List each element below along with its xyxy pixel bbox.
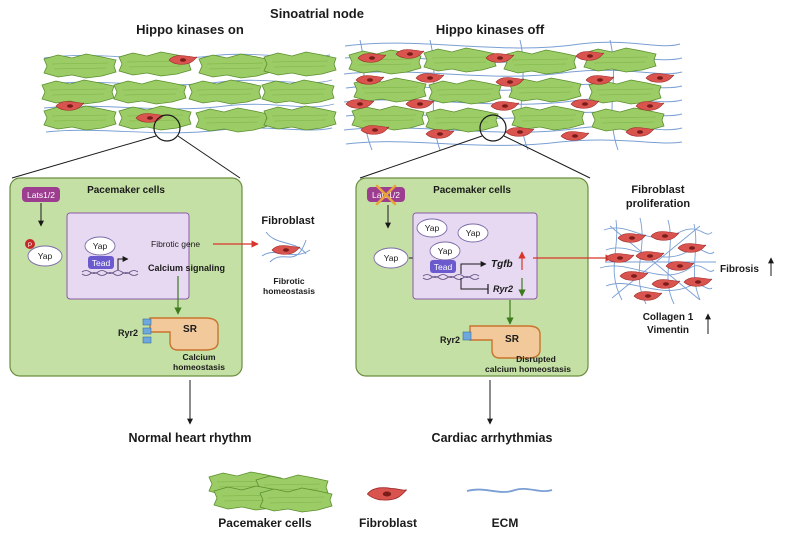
left-phospho-label: P bbox=[28, 242, 32, 249]
right-zoom-line-a bbox=[359, 135, 483, 179]
left-fibrotic-homeostasis-1: Fibrotic bbox=[273, 276, 304, 286]
right-tissue bbox=[343, 39, 683, 179]
legend-pacemaker-icon bbox=[208, 471, 333, 513]
left-nucleus bbox=[66, 212, 190, 300]
left-calcium-homeostasis-1: Calcium bbox=[182, 352, 216, 362]
fibrosis-label: Fibrosis bbox=[720, 264, 759, 275]
right-fibroblast-prolif-1: Fibroblast bbox=[631, 184, 685, 196]
left-yap-nuc bbox=[84, 236, 116, 256]
left-ryr2-label: Ryr2 bbox=[118, 328, 138, 338]
right-yap-nuc-2-label: Yap bbox=[466, 228, 481, 238]
right-pacemaker-box: Pacemaker cells Lats1/2 Yap Yap Yap Yap … bbox=[355, 177, 613, 377]
right-disrupted-1: Disrupted bbox=[516, 354, 556, 364]
legend: Pacemaker cells Fibroblast ECM bbox=[208, 471, 553, 530]
left-fibroblast-label: Fibroblast bbox=[261, 215, 315, 227]
legend-fibroblast-icon bbox=[366, 486, 408, 501]
left-dna bbox=[81, 270, 139, 274]
left-phospho-badge bbox=[25, 239, 35, 249]
left-ryr2-channel-3 bbox=[142, 336, 152, 344]
right-yap-cyto-label: Yap bbox=[384, 253, 399, 263]
right-yap-nuc-1 bbox=[416, 218, 448, 238]
left-ryr2-channel-2 bbox=[142, 327, 152, 335]
legend-ecm-label: ECM bbox=[492, 516, 519, 530]
right-ryr2-channel bbox=[462, 331, 472, 341]
fibrosis-cluster bbox=[599, 217, 716, 305]
right-sr bbox=[462, 325, 541, 359]
legend-ecm-icon bbox=[466, 487, 553, 493]
right-dna bbox=[422, 274, 480, 278]
left-tead-label: Tead bbox=[92, 258, 111, 268]
right-sr-label: SR bbox=[505, 334, 520, 345]
left-fibroblast-icon bbox=[261, 231, 311, 263]
right-yap-nuc-1-label: Yap bbox=[425, 223, 440, 233]
left-box-title: Pacemaker cells bbox=[87, 185, 165, 196]
right-yap-nuc-3-label: Yap bbox=[438, 246, 453, 256]
right-nucleus bbox=[412, 212, 538, 300]
right-disrupted-2: calcium homeostasis bbox=[485, 364, 571, 374]
right-ryr2-label: Ryr2 bbox=[440, 335, 460, 345]
left-yap-cyto-label: Yap bbox=[38, 251, 53, 261]
left-lats-label: Lats1/2 bbox=[27, 190, 55, 200]
legend-fibroblast-label: Fibroblast bbox=[359, 516, 417, 530]
legend-pacemaker-label: Pacemaker cells bbox=[218, 516, 312, 530]
right-ryr2-inhibition bbox=[460, 278, 488, 290]
right-fibroblast-prolif-2: proliferation bbox=[626, 198, 690, 210]
left-tissue bbox=[11, 51, 337, 179]
left-heading: Hippo kinases on bbox=[136, 22, 244, 37]
right-yap-nuc-2 bbox=[457, 223, 489, 243]
right-tgfb-gene: Tgfb bbox=[491, 259, 513, 270]
left-fibrotic-homeostasis-2: homeostasis bbox=[263, 286, 315, 296]
left-calcium-homeostasis-2: homeostasis bbox=[173, 362, 225, 372]
left-zoom-line-b bbox=[177, 135, 241, 179]
figure-title: Sinoatrial node bbox=[270, 6, 364, 21]
right-lats-cross bbox=[375, 184, 397, 206]
left-fibrotic-gene: Fibrotic gene bbox=[151, 239, 200, 249]
left-sr-label: SR bbox=[183, 324, 198, 335]
right-zoom-line-b bbox=[503, 135, 591, 179]
left-yap-cyto bbox=[27, 245, 63, 267]
right-outcome: Cardiac arrhythmias bbox=[432, 431, 553, 445]
vimentin-label: Vimentin bbox=[647, 325, 689, 336]
left-calcium-signaling: Calcium signaling bbox=[148, 263, 225, 273]
left-pacemaker-cells bbox=[41, 51, 337, 133]
right-heading: Hippo kinases off bbox=[436, 22, 545, 37]
right-zoom-circle bbox=[479, 114, 507, 142]
right-box-title: Pacemaker cells bbox=[433, 185, 511, 196]
left-tead-badge bbox=[88, 256, 114, 269]
right-tead-badge bbox=[430, 260, 456, 273]
left-ryr2-channel-1 bbox=[142, 318, 152, 326]
left-outcome: Normal heart rhythm bbox=[129, 431, 252, 445]
collagen-label: Collagen 1 bbox=[643, 312, 694, 323]
right-tead-label: Tead bbox=[434, 262, 453, 272]
left-zoom-circle bbox=[153, 114, 181, 142]
left-sr bbox=[142, 317, 219, 351]
left-yap-nuc-label: Yap bbox=[93, 241, 108, 251]
left-pacemaker-box: Pacemaker cells Lats1/2 P Yap Yap Tead F… bbox=[9, 177, 259, 377]
left-lats-badge bbox=[22, 187, 60, 202]
right-yap-cyto bbox=[373, 247, 409, 269]
right-ryr2-gene: Ryr2 bbox=[493, 284, 513, 294]
left-zoom-line-a bbox=[11, 135, 157, 179]
